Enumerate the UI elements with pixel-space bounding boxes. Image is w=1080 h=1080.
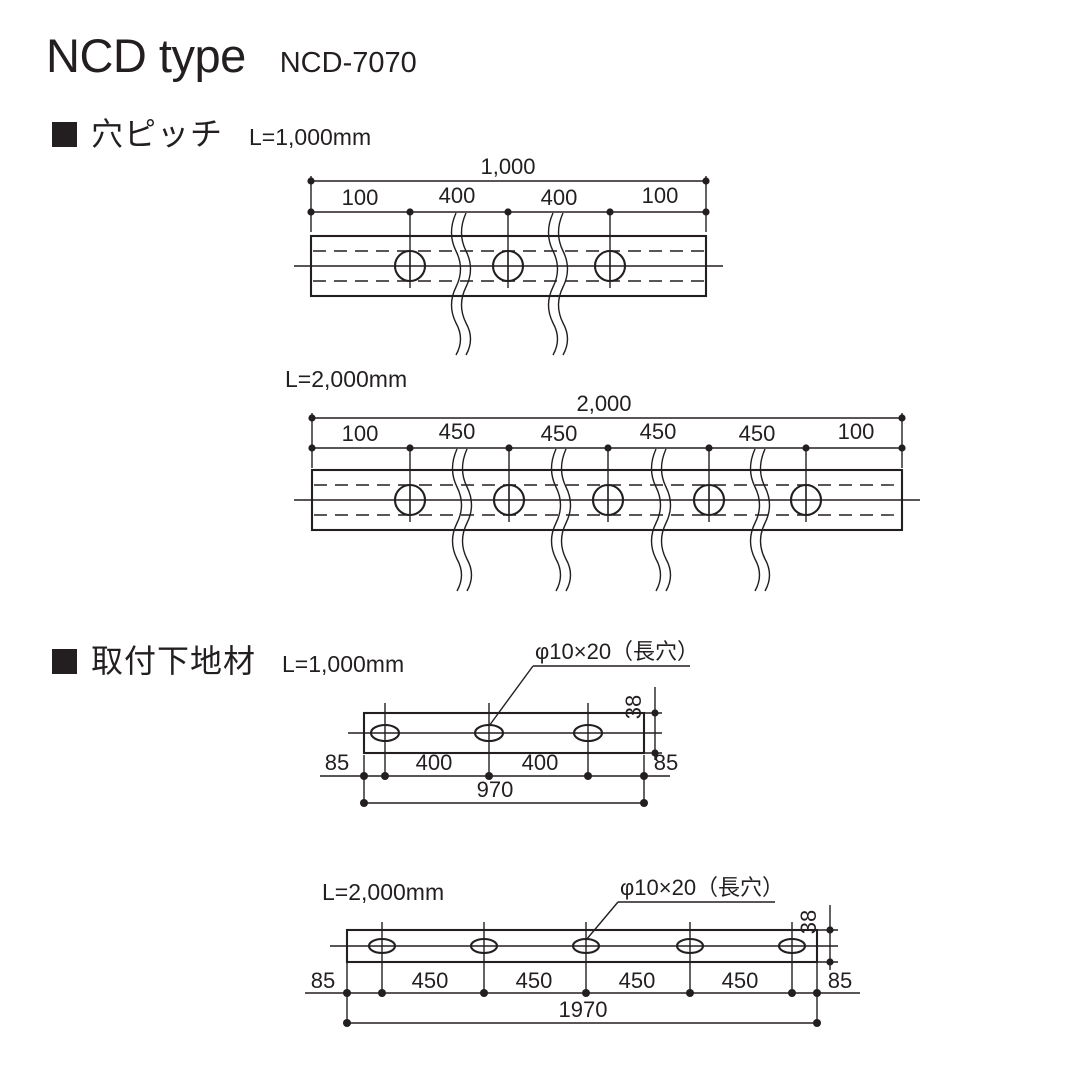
callout-slot-spec: φ10×20（長穴） xyxy=(535,639,699,664)
break-line-icon xyxy=(450,212,472,356)
dim-seg-450-c: 450 xyxy=(640,419,677,444)
break-line-icon xyxy=(749,448,771,592)
label-base-length-2000: L=2,000mm xyxy=(322,879,445,905)
callout-slot-spec: φ10×20（長穴） xyxy=(620,875,784,900)
break-line-icon xyxy=(650,448,672,592)
break-line-icon xyxy=(550,448,572,592)
dim-seg-100-right: 100 xyxy=(838,419,875,444)
dim-seg-85-right: 85 xyxy=(828,968,852,993)
dim-seg-450-b: 450 xyxy=(516,968,553,993)
dim-overall-2000: 2,000 xyxy=(576,391,631,416)
dim-seg-400-b: 400 xyxy=(541,185,578,210)
dim-height-38: 38 xyxy=(621,695,646,719)
product-type-title: NCD type xyxy=(46,29,246,82)
label-rail-length-2000: L=2,000mm xyxy=(285,366,408,392)
break-line-icon xyxy=(547,212,569,356)
page-title: NCD type NCD-7070 xyxy=(46,32,417,79)
dim-seg-450-a: 450 xyxy=(439,419,476,444)
section-title-hole-pitch: 穴ピッチ xyxy=(91,116,224,152)
dim-seg-100-left: 100 xyxy=(342,185,379,210)
section-head-mounting-base: 取付下地材 L=1,000mm xyxy=(52,645,404,677)
dim-seg-100-left: 100 xyxy=(342,421,379,446)
dim-seg-450-a: 450 xyxy=(412,968,449,993)
dim-overall-970: 970 xyxy=(477,777,514,802)
dim-seg-100-right: 100 xyxy=(642,183,679,208)
section-note-length-1000: L=1,000mm xyxy=(249,124,372,150)
product-model-code: NCD-7070 xyxy=(279,47,417,79)
dim-overall-1970: 1970 xyxy=(559,997,608,1022)
dim-seg-450-c: 450 xyxy=(619,968,656,993)
dim-overall-1000: 1,000 xyxy=(480,154,535,179)
filled-square-icon xyxy=(52,122,77,147)
dim-seg-450-d: 450 xyxy=(722,968,759,993)
dim-seg-85-right: 85 xyxy=(654,750,678,775)
dim-seg-400-b: 400 xyxy=(522,750,559,775)
dim-seg-400-a: 400 xyxy=(416,750,453,775)
section-title-mounting-base: 取付下地材 xyxy=(91,643,257,679)
dim-seg-85-left: 85 xyxy=(311,968,335,993)
dim-seg-85-left: 85 xyxy=(325,750,349,775)
dim-seg-450-b: 450 xyxy=(541,421,578,446)
filled-square-icon xyxy=(52,649,77,674)
dim-seg-450-d: 450 xyxy=(739,421,776,446)
dim-height-38: 38 xyxy=(796,910,821,934)
section-note-length-1000: L=1,000mm xyxy=(282,651,405,677)
section-head-hole-pitch: 穴ピッチ L=1,000mm xyxy=(52,118,371,150)
dim-seg-400-a: 400 xyxy=(439,183,476,208)
break-line-icon xyxy=(451,448,473,592)
